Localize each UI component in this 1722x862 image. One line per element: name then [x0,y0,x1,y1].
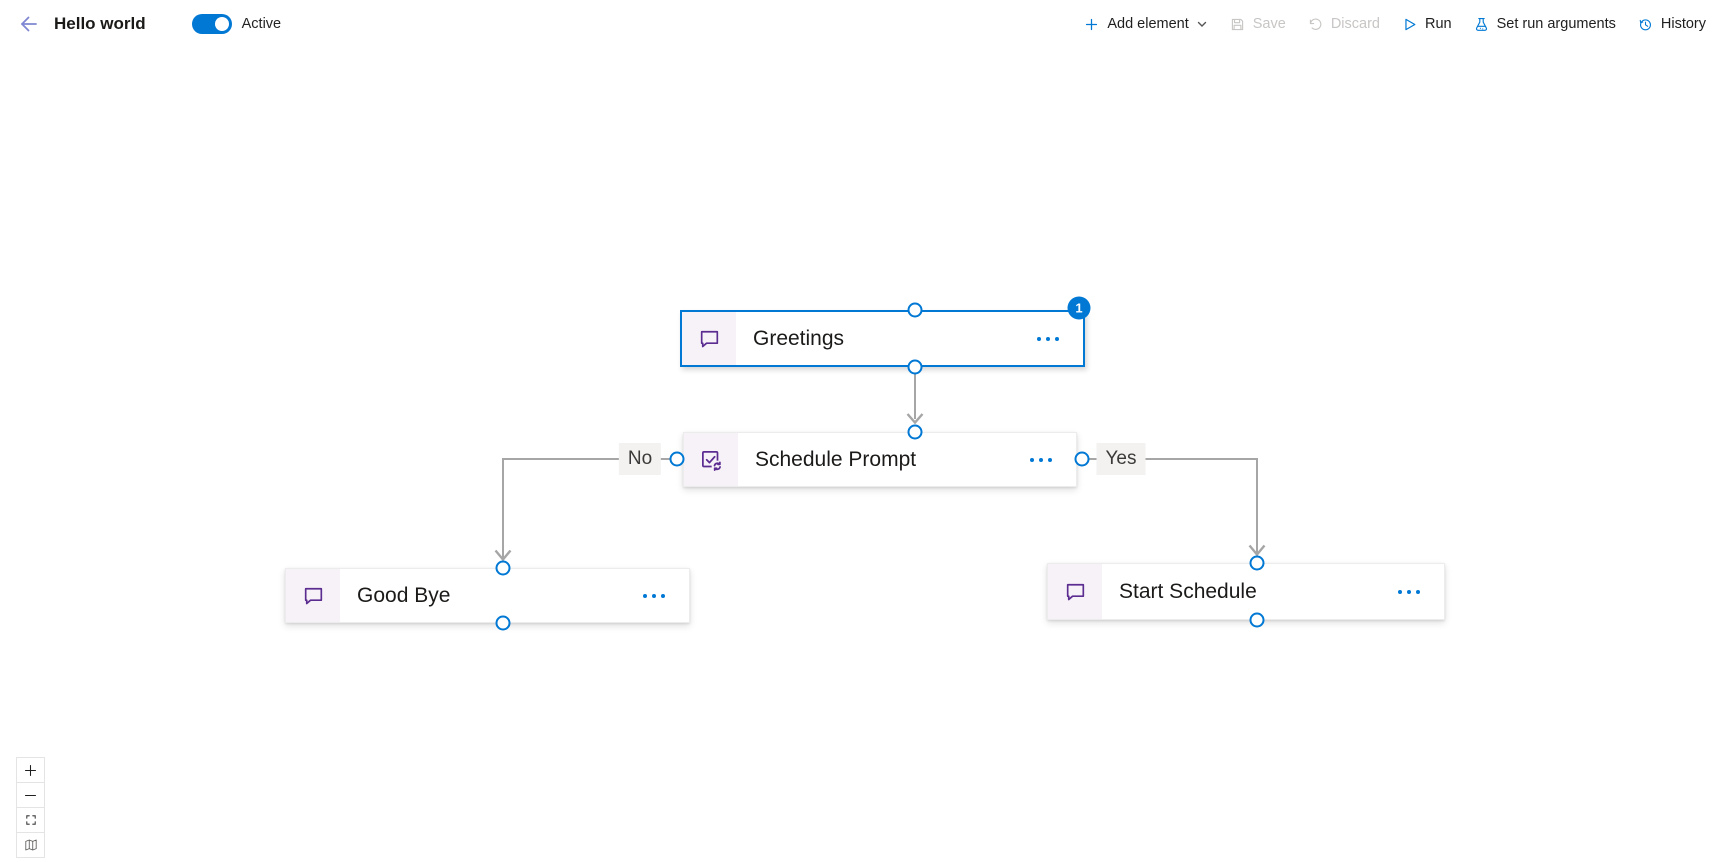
node-icon-area [682,312,736,365]
node-icon-area [286,569,340,622]
message-icon [304,587,322,605]
flow-canvas[interactable]: No Yes Greetings 1 Schedule Prompt [0,48,1722,862]
fit-view-button[interactable] [16,807,45,833]
history-button[interactable]: History [1637,16,1706,33]
connector-port-goodbye-top[interactable] [495,560,511,576]
plus-icon [1086,18,1098,30]
node-icon-area [684,433,738,486]
message-icon [700,330,718,348]
connector-port-greetings-bottom[interactable] [907,359,923,375]
flow-title: Hello world [54,14,146,33]
minimap-button[interactable] [16,832,45,858]
connector-port-greetings-top[interactable] [907,302,923,318]
discard-label: Discard [1330,16,1380,32]
save-label: Save [1252,16,1286,32]
zoom-out-button[interactable] [16,782,45,808]
node-title: Greetings [753,326,845,350]
beaker-icon [1475,17,1487,31]
connector-port-goodbye-bottom[interactable] [495,615,511,631]
active-toggle[interactable] [191,14,232,34]
arrowhead-down-icon [1248,544,1266,557]
connector-port-schedule-top[interactable] [907,424,923,440]
node-greetings[interactable]: Greetings [680,310,1085,367]
connector-port-schedule-left[interactable] [669,451,685,467]
connector-port-startschedule-bottom[interactable] [1249,612,1265,628]
zoom-in-icon [24,764,37,776]
run-label: Run [1424,16,1452,32]
set-run-arguments-label: Set run arguments [1496,16,1616,32]
node-title: Start Schedule [1119,579,1257,603]
back-button[interactable] [16,11,42,37]
chevron-down-icon [1197,21,1206,27]
canvas-zoom-controls [16,757,45,858]
node-start-schedule[interactable]: Start Schedule [1047,563,1445,620]
save-icon [1231,18,1243,30]
edge-label-no: No [618,443,662,475]
play-icon [1405,18,1416,30]
node-schedule-prompt[interactable]: Schedule Prompt [683,432,1077,487]
node-title: Schedule Prompt [755,447,917,471]
zoom-out-icon [24,794,37,796]
message-icon [1066,583,1084,601]
node-menu-button[interactable] [643,593,665,598]
back-arrow-icon [21,16,37,32]
set-run-arguments-button[interactable]: Set run arguments [1473,16,1616,33]
node-menu-button[interactable] [1030,457,1052,462]
run-button[interactable]: Run [1401,16,1452,33]
app-header: Hello world Active Add element Save [0,0,1722,48]
arrowhead-down-icon [494,549,512,562]
zoom-in-button[interactable] [16,757,45,783]
connector-port-startschedule-top[interactable] [1249,555,1265,571]
node-icon-area [1048,564,1102,619]
selection-badge: 1 [1067,296,1091,320]
undo-icon [1309,17,1322,30]
save-button[interactable]: Save [1229,16,1286,33]
node-menu-button[interactable] [1398,589,1420,594]
node-menu-button[interactable] [1037,336,1059,341]
history-label: History [1660,16,1706,32]
arrowhead-down-icon [906,413,924,425]
discard-button[interactable]: Discard [1307,16,1380,33]
toolbar: Add element Save Discard Run [1083,16,1706,33]
active-toggle-label: Active [241,16,282,32]
toggle-knob [214,17,229,31]
connector-port-schedule-right[interactable] [1074,451,1090,467]
add-element-label: Add element [1107,16,1189,32]
add-element-button[interactable]: Add element [1083,16,1207,33]
node-title: Good Bye [357,583,451,607]
fit-view-icon [25,815,36,825]
history-icon [1639,18,1651,30]
node-good-bye[interactable]: Good Bye [285,568,690,623]
minimap-icon [24,839,37,851]
condition-sync-icon [702,450,723,472]
edge-label-yes: Yes [1096,443,1146,475]
